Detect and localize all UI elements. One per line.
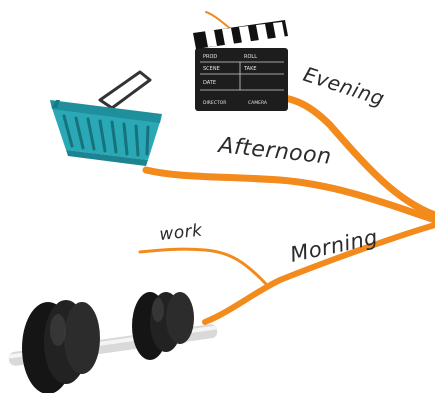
clapper-camera-label: CAMERA	[248, 100, 268, 106]
clapper-director-label: DIRECTOR	[203, 100, 226, 106]
clapper-stick	[193, 20, 288, 49]
clapperboard-icon: PROD ROLL SCENE TAKE DATE DIRECTOR CAMER…	[193, 20, 288, 111]
clapper-scene-label: SCENE	[203, 66, 220, 72]
label-evening: Evening	[300, 62, 387, 111]
clapper-prod-label: PROD	[203, 54, 217, 60]
branch-work	[140, 249, 266, 284]
clapper-date-label: DATE	[203, 80, 216, 86]
shopping-basket-icon	[50, 72, 162, 166]
clapper-take-label: TAKE	[243, 66, 257, 72]
clapper-roll-label: ROLL	[244, 54, 257, 60]
dumbbell-icon	[8, 292, 218, 393]
branch-afternoon	[146, 170, 435, 220]
label-afternoon: Afternoon	[215, 133, 332, 170]
label-work: work	[158, 221, 204, 245]
